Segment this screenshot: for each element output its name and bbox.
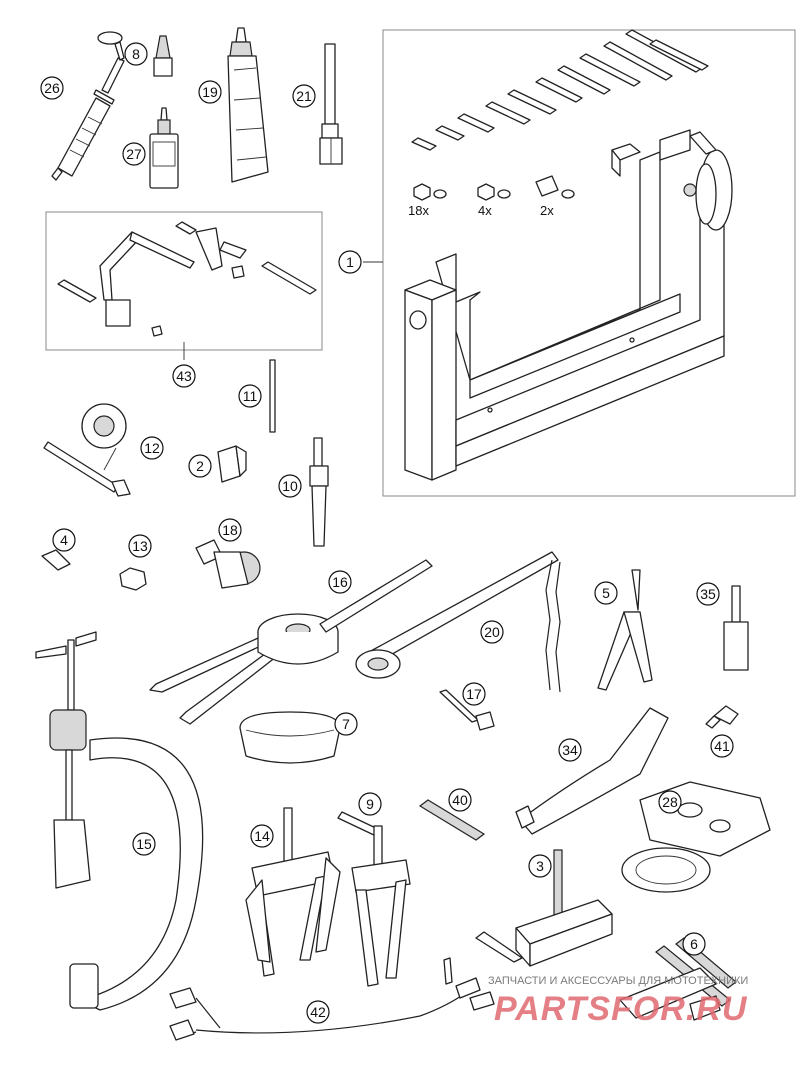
watermark-brand: PARTSFOR.RU [494,990,748,1028]
test-screw [439,689,495,731]
qty-plates: 2x [540,203,554,218]
qty-washers: 4x [478,203,492,218]
engine-stand-group-box [382,29,796,497]
drift-pin [269,359,276,433]
callout-20: 20 [480,620,504,644]
callout-14: 14 [250,824,274,848]
callout-10: 10 [278,474,302,498]
flywheel-puller [149,559,433,725]
puller-bolt-ring [43,403,131,497]
grease-syringe [51,31,125,181]
callout-7: 7 [334,712,358,736]
callout-40: 40 [448,788,472,812]
svg-text:21: 21 [296,88,312,104]
callout-4: 4 [52,528,76,552]
clutch-holder-plates [621,781,771,893]
piston-ring-compressor [239,711,341,764]
callout-42: 42 [306,1000,330,1024]
svg-text:15: 15 [136,836,152,852]
svg-text:7: 7 [342,716,350,732]
special-nut [119,567,147,591]
svg-text:1: 1 [346,254,354,270]
svg-text:13: 13 [132,538,148,554]
svg-text:26: 26 [44,80,60,96]
svg-text:16: 16 [332,574,348,590]
svg-text:17: 17 [466,686,482,702]
plug-adapter [41,549,71,571]
circlip-pliers [597,569,653,691]
valve-spring-compressor [35,631,204,1011]
svg-text:3: 3 [536,858,544,874]
svg-text:6: 6 [690,936,698,952]
svg-text:9: 9 [366,796,374,812]
callout-35: 35 [696,582,720,606]
callout-6: 6 [682,932,706,956]
callout-27: 27 [122,142,146,166]
spring [418,799,486,841]
small-screw [705,705,739,729]
callout-9: 9 [358,792,382,816]
svg-text:42: 42 [310,1004,326,1020]
callout-28: 28 [658,790,682,814]
svg-text:5: 5 [602,585,610,601]
callout-21: 21 [292,84,316,108]
callout-2: 2 [188,454,212,478]
svg-text:12: 12 [144,440,160,456]
callout-3: 3 [528,854,552,878]
press-tool [475,849,613,967]
watermark-tagline: ЗАПЧАСТИ И АКСЕССУАРЫ ДЛЯ МОТОТЕХНИКИ [488,975,748,987]
callout-12: 12 [140,436,164,460]
svg-text:14: 14 [254,828,270,844]
callout-11: 11 [238,384,262,408]
bearing-puller-large [245,807,341,977]
svg-text:8: 8 [132,46,140,62]
svg-text:28: 28 [662,794,678,810]
callout-17: 17 [462,682,486,706]
svg-text:35: 35 [700,586,716,602]
leader-lines [103,261,383,471]
callout-18: 18 [218,518,242,542]
diagnostic-cable [169,957,495,1041]
callout-41: 41 [710,734,734,758]
slide-hammer-puller [309,437,329,547]
svg-text:10: 10 [282,478,298,494]
svg-text:40: 40 [452,792,468,808]
callout-8: 8 [124,42,148,66]
hook-spanner [515,707,669,835]
engine-stand-frame [404,129,733,481]
svg-text:18: 18 [222,522,238,538]
svg-text:4: 4 [60,532,68,548]
svg-text:34: 34 [562,742,578,758]
thread-locker-tube [153,35,173,77]
callout-13: 13 [128,534,152,558]
svg-text:43: 43 [176,368,192,384]
engine-adapter-set [57,221,317,337]
socket-tool [319,43,343,165]
sealant-bottle [149,107,179,189]
svg-text:2: 2 [196,458,204,474]
chain-wrench [355,551,561,693]
callout-15: 15 [132,832,156,856]
adapter-group-box [45,211,323,351]
callout-19: 19 [198,80,222,104]
stand-bolts [411,29,709,201]
holding-bracket [217,445,247,483]
callout-34: 34 [558,738,582,762]
qty-nuts: 18x [408,203,429,218]
valve-socket [723,585,749,671]
svg-text:41: 41 [714,738,730,754]
svg-text:11: 11 [243,388,258,404]
svg-text:20: 20 [484,624,500,640]
callout-5: 5 [594,581,618,605]
callout-1: 1 [338,250,362,274]
svg-text:19: 19 [202,84,218,100]
sealant-tube [227,27,269,183]
callout-16: 16 [328,570,352,594]
callout-43: 43 [172,364,196,388]
callout-26: 26 [40,76,64,100]
adapter-socket [195,539,261,589]
svg-text:27: 27 [126,146,142,162]
bearing-puller-small [337,811,411,987]
